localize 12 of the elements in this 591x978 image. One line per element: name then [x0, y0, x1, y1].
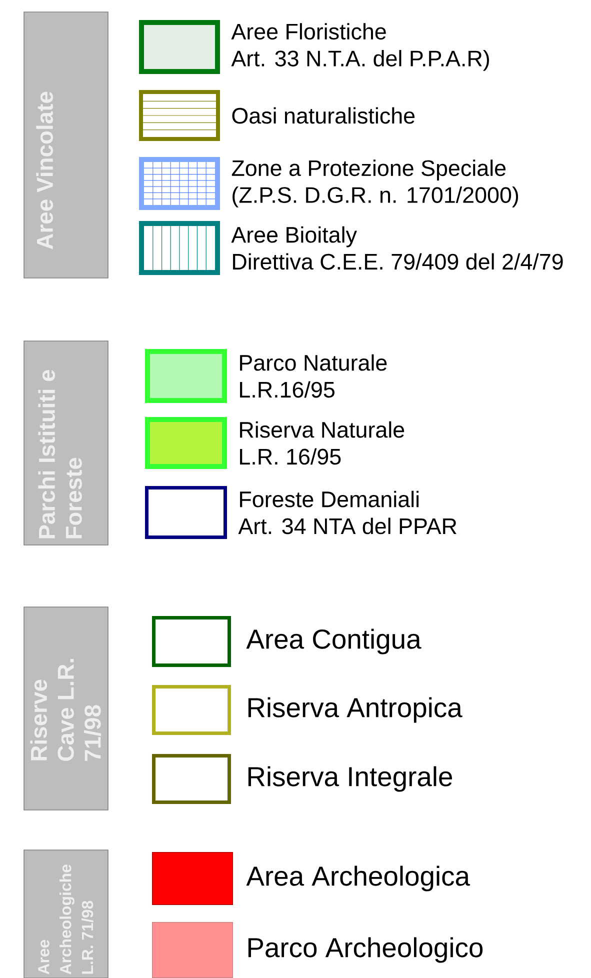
legend-text: Riserva Antropica	[248, 697, 462, 723]
legend-text: Oasi naturalistiche	[232, 107, 415, 124]
legend-text: Parco Archeologico	[248, 937, 483, 963]
legend-text: Zone a Protezione Speciale (Z.P.S. D.G.R. n. 1701/2000)	[232, 160, 518, 208]
legend-text: Riserva Integrale	[248, 766, 452, 792]
legend-text: Parco Naturale L.R.16/95	[240, 354, 387, 398]
legend-text: Aree Floristiche Art. 33 N.T.A. del P.P.A.R)	[231, 23, 489, 71]
legend-text: Area Archeologica	[246, 866, 470, 892]
legend-text: Foreste Demaniali Art. 34 NTA del PPAR	[238, 490, 456, 534]
legend-text: Area Contigua	[246, 628, 422, 654]
legend-text: Aree Bioitaly Direttiva C.E.E. 79/409 del 2/4/79	[231, 226, 563, 270]
legend-text: Riserva Naturale L.R. 16/95	[240, 421, 404, 465]
